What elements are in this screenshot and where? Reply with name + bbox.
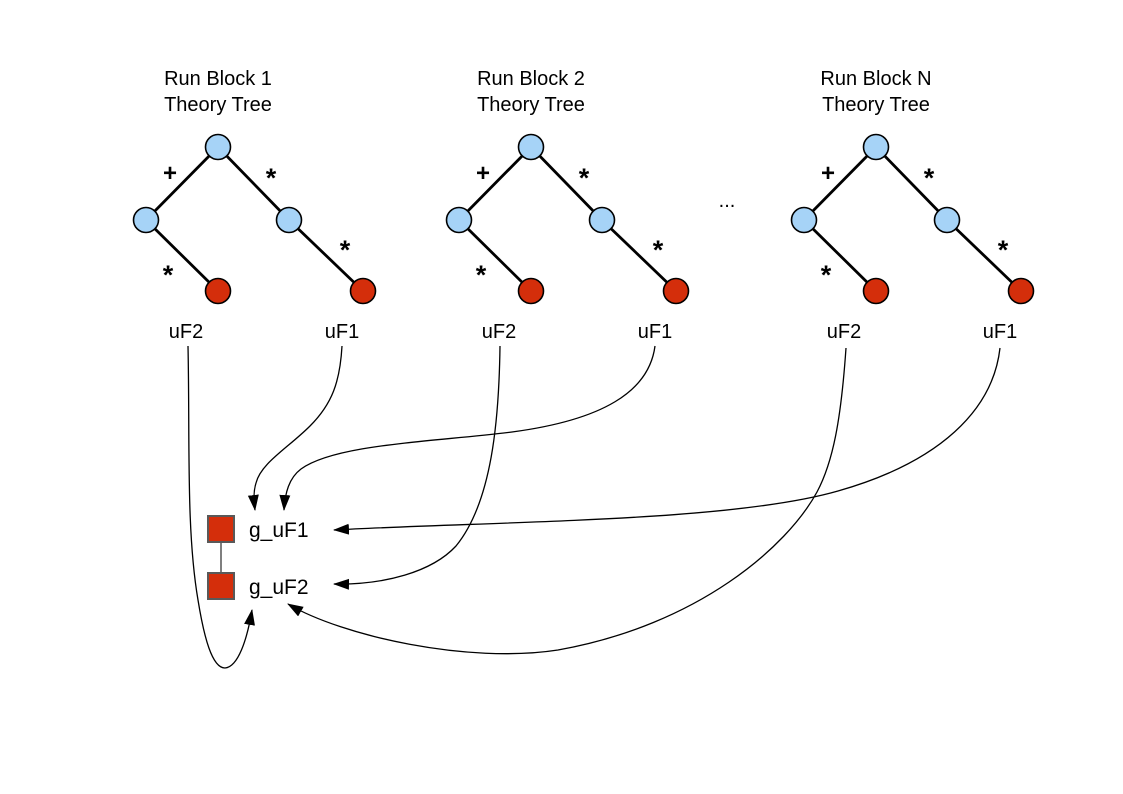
- tree-edge-right-leaf: [601, 218, 677, 293]
- tree-edge-left-leaf: [803, 219, 877, 292]
- leaf-label-uf1: uF1: [983, 321, 1017, 343]
- tree-edge-root-right: [216, 146, 291, 221]
- tree-edge-left-leaf: [458, 219, 532, 292]
- edge-label-plus: +: [476, 160, 490, 187]
- edge-label-plus: +: [163, 160, 177, 187]
- edge-label-star-right: *: [266, 163, 277, 193]
- edge-label-star-lower-right: *: [998, 235, 1009, 265]
- theory-tree-block-1: Run Block 1 Theory Tree + * * * uF2 uF1: [132, 68, 377, 343]
- global-label-g-uf2: g_uF2: [249, 576, 309, 599]
- tree-edge-right-leaf: [288, 218, 364, 293]
- leaf-node-uf1: [662, 277, 690, 305]
- leaf-node-uf1: [1007, 277, 1035, 305]
- tree-edge-root-right: [874, 146, 949, 221]
- tree-title-line2: Theory Tree: [822, 94, 930, 116]
- internal-node-left: [445, 206, 473, 234]
- internal-node-left: [132, 206, 160, 234]
- edge-label-star-lower-right: *: [340, 235, 351, 265]
- arrow-block1-uf2-to-g-uf2: [187, 345, 255, 669]
- edge-label-star-lower-right: *: [653, 235, 664, 265]
- internal-node-root: [204, 133, 232, 161]
- tree-title-line1: Run Block N: [820, 68, 931, 90]
- leaf-label-uf2: uF2: [169, 321, 203, 343]
- internal-node-right: [933, 206, 961, 234]
- tree-title-line1: Run Block 2: [477, 68, 585, 90]
- tree-edge-root-left: [458, 146, 532, 221]
- internal-node-left: [790, 206, 818, 234]
- theory-tree-block-n: Run Block N Theory Tree + * * * uF2 uF1: [790, 68, 1035, 343]
- ellipsis-between-blocks: ...: [719, 190, 736, 212]
- leaf-label-uf1: uF1: [325, 321, 359, 343]
- global-function-nodes: g_uF1 g_uF2: [207, 515, 309, 600]
- tree-title-line2: Theory Tree: [477, 94, 585, 116]
- tree-edge-root-right: [529, 146, 604, 221]
- global-square-g-uf2: [207, 572, 235, 600]
- internal-node-right: [588, 206, 616, 234]
- arrow-blockn-uf1-to-g-uf1: [333, 347, 1001, 535]
- edge-label-star-right: *: [579, 163, 590, 193]
- edge-label-star-right: *: [924, 163, 935, 193]
- tree-title-line2: Theory Tree: [164, 94, 272, 116]
- tree-edge-left-leaf: [145, 219, 219, 292]
- arrow-block2-uf1-to-g-uf1: [279, 345, 656, 511]
- internal-node-root: [862, 133, 890, 161]
- internal-node-root: [517, 133, 545, 161]
- leaf-label-uf2: uF2: [482, 321, 516, 343]
- tree-edge-right-leaf: [946, 218, 1022, 293]
- leaf-node-uf1: [349, 277, 377, 305]
- tree-title-line1: Run Block 1: [164, 68, 272, 90]
- leaf-node-uf2: [862, 277, 890, 305]
- edge-label-star-lower-left: *: [476, 260, 487, 290]
- leaf-node-uf2: [517, 277, 545, 305]
- tree-edge-root-left: [145, 146, 219, 221]
- arrow-blockn-uf2-to-g-uf2: [287, 347, 847, 655]
- edge-label-star-lower-left: *: [821, 260, 832, 290]
- global-square-g-uf1: [207, 515, 235, 543]
- internal-node-right: [275, 206, 303, 234]
- leaf-label-uf1: uF1: [638, 321, 672, 343]
- tree-edge-root-left: [803, 146, 877, 221]
- edge-label-star-lower-left: *: [163, 260, 174, 290]
- theory-tree-block-2: Run Block 2 Theory Tree + * * * uF2 uF1: [445, 68, 690, 343]
- global-label-g-uf1: g_uF1: [249, 519, 309, 542]
- arrow-block2-uf2-to-g-uf2: [333, 345, 501, 590]
- arrow-block1-uf1-to-g-uf1: [247, 345, 343, 511]
- leaf-label-uf2: uF2: [827, 321, 861, 343]
- edge-label-plus: +: [821, 160, 835, 187]
- leaf-node-uf2: [204, 277, 232, 305]
